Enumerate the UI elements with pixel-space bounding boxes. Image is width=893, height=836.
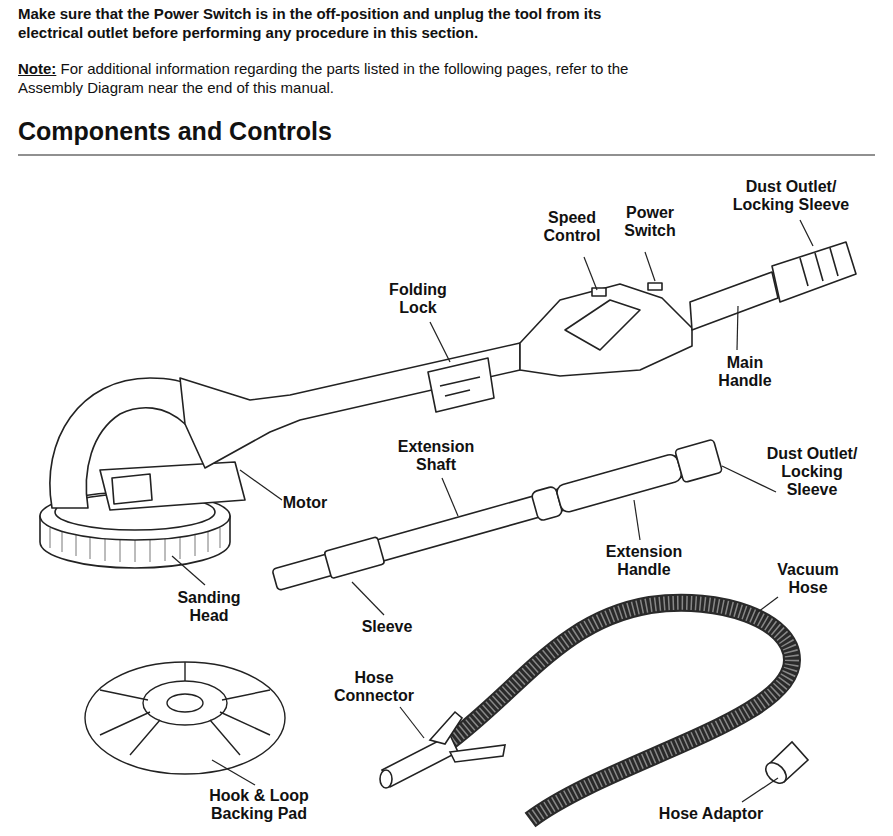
note-heading: Note: bbox=[18, 60, 56, 77]
part-label: Motor bbox=[283, 494, 327, 512]
part-label: Sleeve bbox=[362, 618, 413, 636]
vacuum-hose bbox=[445, 603, 792, 820]
part-label: Extension Shaft bbox=[391, 438, 481, 474]
part-label: Folding Lock bbox=[383, 281, 453, 317]
hose-ribs bbox=[445, 603, 792, 820]
part-label: Power Switch bbox=[615, 204, 685, 240]
outlet-ribs bbox=[800, 248, 838, 286]
safety-note: Make sure that the Power Switch is in th… bbox=[18, 4, 668, 42]
backing-pad bbox=[85, 662, 285, 774]
motor-detail bbox=[112, 474, 152, 504]
note-paragraph: Note: For additional information regardi… bbox=[18, 59, 658, 97]
drywall-sander bbox=[40, 242, 856, 568]
part-label: Hose Adaptor bbox=[659, 805, 763, 823]
part-label: Speed Control bbox=[537, 209, 607, 245]
extension-shaft bbox=[270, 439, 722, 596]
part-label: Vacuum Hose bbox=[773, 561, 843, 597]
main-handle bbox=[690, 272, 778, 330]
hose-connector bbox=[380, 712, 505, 788]
folding-lock-detail bbox=[440, 377, 480, 396]
note-text: For additional information regarding the… bbox=[18, 60, 628, 96]
part-label: Hook & Loop Backing Pad bbox=[194, 787, 324, 823]
folding-lock bbox=[428, 358, 494, 412]
dust-outlet bbox=[772, 242, 856, 302]
part-label: Main Handle bbox=[710, 354, 780, 390]
main-body bbox=[520, 284, 692, 376]
hose-adaptor bbox=[762, 742, 808, 787]
part-label: Dust Outlet/ Locking Sleeve bbox=[726, 178, 856, 214]
heading-rule bbox=[18, 154, 875, 155]
section-heading: Components and Controls bbox=[18, 116, 332, 146]
part-label: Hose Connector bbox=[328, 669, 420, 705]
body-panel bbox=[565, 300, 640, 350]
power-switch-button bbox=[648, 283, 662, 290]
speed-control-dial bbox=[592, 288, 606, 296]
part-label: Sanding Head bbox=[174, 589, 244, 625]
leader-lines bbox=[172, 220, 813, 802]
part-label: Dust Outlet/ Locking Sleeve bbox=[762, 445, 862, 499]
part-label: Extension Handle bbox=[598, 543, 690, 579]
motor-housing bbox=[100, 462, 245, 510]
